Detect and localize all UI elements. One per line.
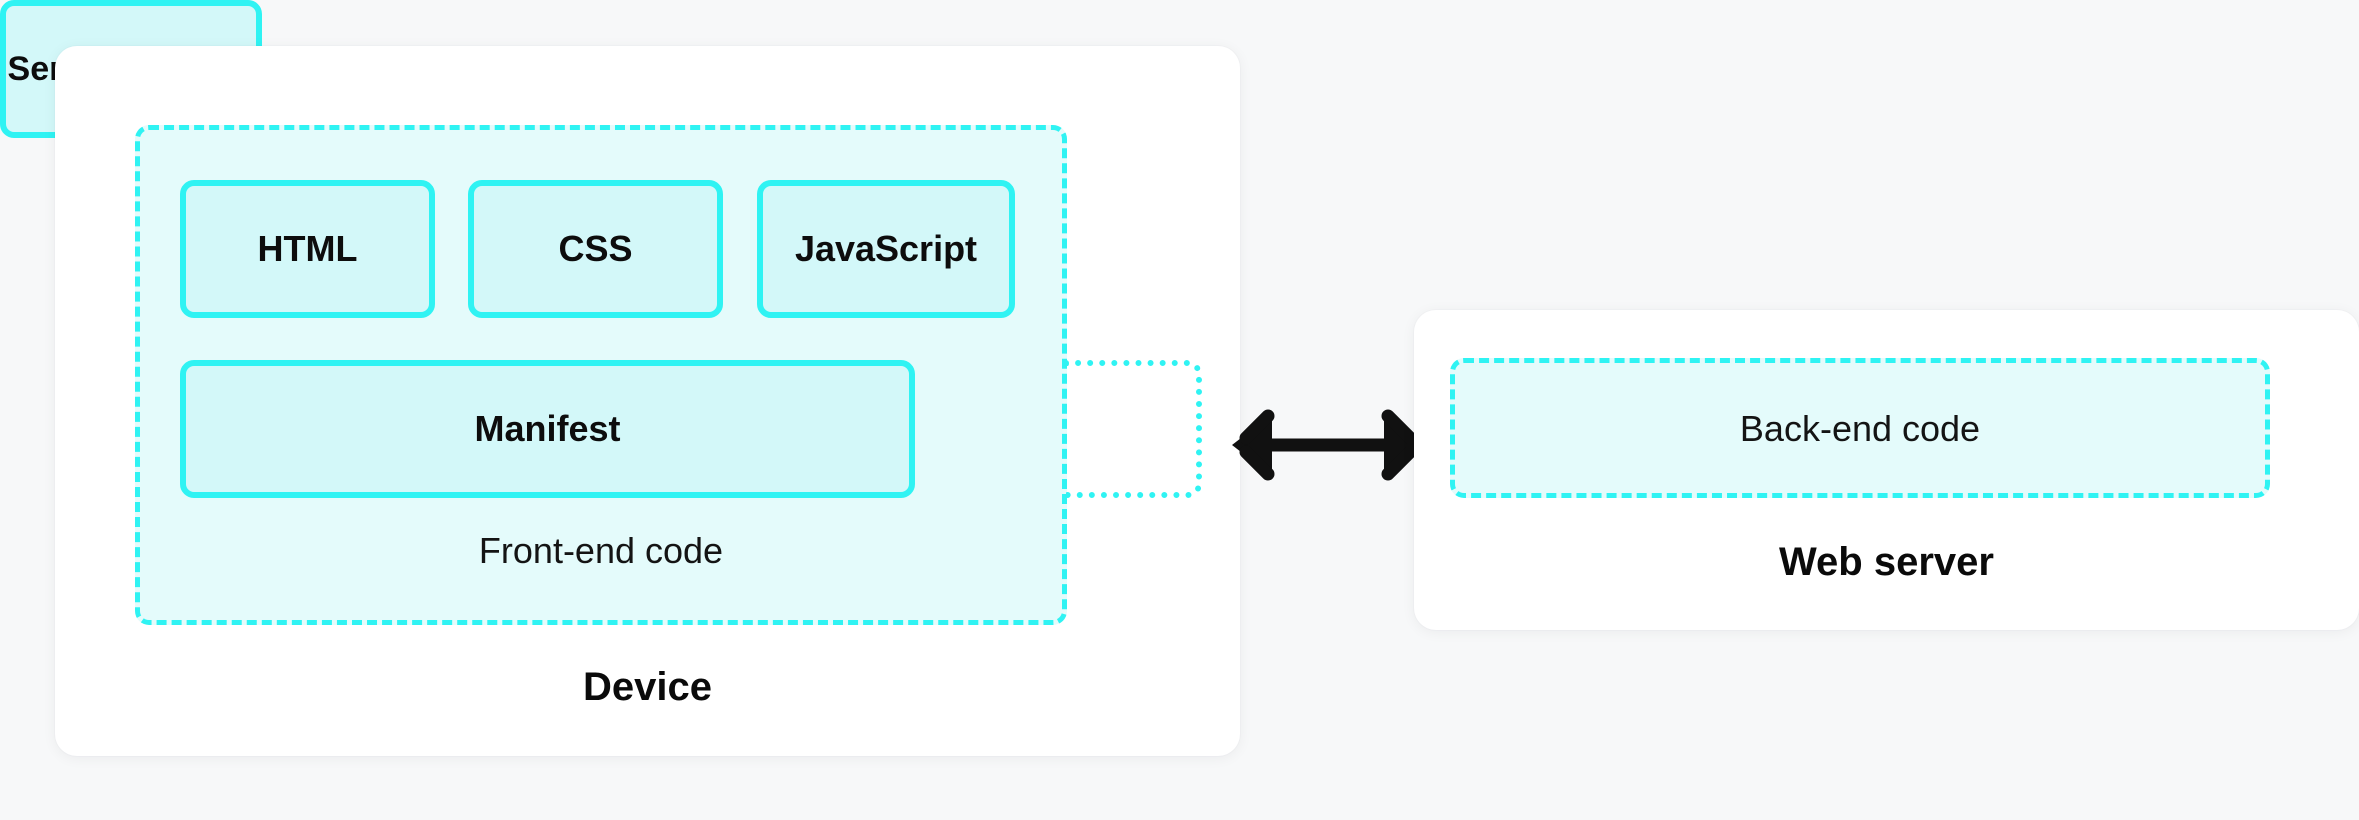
component-box-manifest[interactable]: Manifest	[180, 360, 915, 498]
frontend-code-caption: Front-end code	[478, 530, 724, 571]
device-caption: Device	[583, 665, 712, 709]
component-label-html: HTML	[257, 228, 358, 270]
component-box-css[interactable]: CSS	[468, 180, 723, 318]
web-server-caption: Web server	[1779, 540, 1994, 584]
backend-code-region	[1450, 358, 2270, 498]
component-label-manifest: Manifest	[474, 408, 621, 450]
component-box-javascript[interactable]: JavaScript	[757, 180, 1015, 318]
component-label-javascript: JavaScript	[794, 228, 978, 270]
component-label-css: CSS	[558, 228, 633, 270]
backend-code-label: Back-end code	[1739, 408, 1981, 449]
bidirectional-arrow-icon	[1232, 409, 1424, 481]
component-box-html[interactable]: HTML	[180, 180, 435, 318]
